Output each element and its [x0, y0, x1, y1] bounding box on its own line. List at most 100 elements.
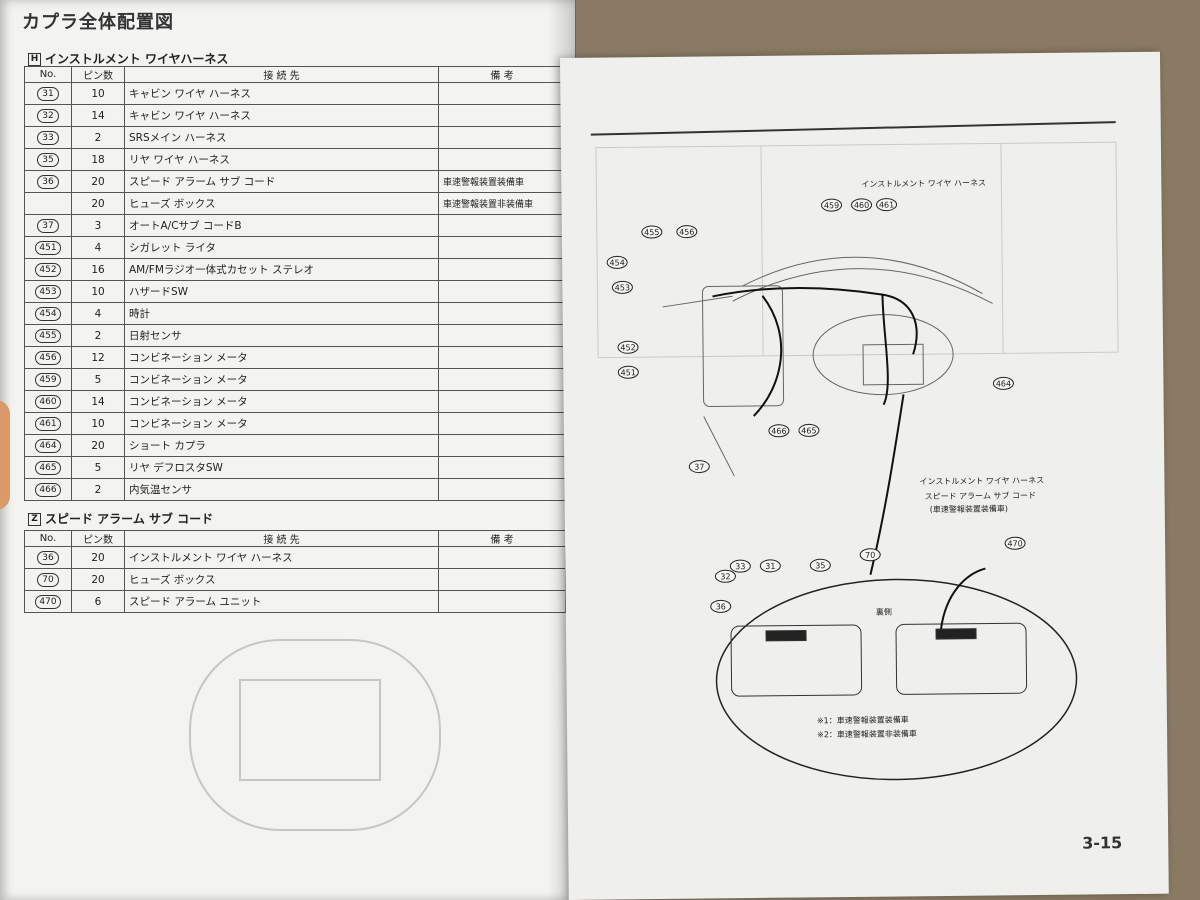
- row-note: [438, 590, 566, 613]
- row-connection: キャビン ワイヤ ハーネス: [124, 82, 439, 105]
- col-notes: 備 考: [438, 66, 566, 83]
- row-number: 464: [24, 434, 72, 457]
- callout-badge: [617, 365, 639, 379]
- sub-cord-note: (車速警報装置装備車): [930, 503, 1008, 514]
- row-note: [438, 236, 566, 259]
- row-connection: 時計: [124, 302, 439, 325]
- connector-number: 455: [35, 328, 61, 343]
- row-connection: ヒューズ ボックス: [124, 192, 439, 215]
- callout-badge: [851, 198, 873, 212]
- callout-badge: [641, 225, 663, 239]
- callout-badge: [1004, 536, 1026, 550]
- connector-number: 31: [37, 86, 59, 101]
- callout-badge: [759, 559, 781, 573]
- row-note: [438, 104, 566, 127]
- connector-number: 461: [35, 416, 61, 431]
- callout-badge: [992, 376, 1014, 390]
- row-number: 460: [24, 390, 72, 413]
- row-note: 車速警報装置非装備車: [438, 192, 566, 215]
- row-pins: 10: [71, 280, 125, 303]
- row-pins: 4: [71, 302, 125, 325]
- note-1: ※1：車速警報装置装備車: [817, 714, 909, 725]
- callout-badge: [821, 198, 843, 212]
- connector-number: 451: [35, 240, 61, 255]
- sub-cord-label: スピード アラーム サブ コード: [925, 490, 1036, 501]
- row-connection: コンビネーション メータ: [124, 390, 439, 413]
- row-note: [438, 324, 566, 347]
- row-note: [438, 390, 566, 413]
- row-pins: 20: [71, 170, 125, 193]
- callout-badge: [809, 558, 831, 572]
- row-pins: 12: [71, 346, 125, 369]
- row-connection: ヒューズ ボックス: [124, 568, 439, 591]
- section-h-heading: H インストルメント ワイヤハーネス: [28, 50, 228, 67]
- row-connection: 日射センサ: [124, 324, 439, 347]
- row-number: 470: [24, 590, 72, 613]
- row-number: 452: [24, 258, 72, 281]
- row-note: [438, 478, 566, 501]
- row-number: 31: [24, 82, 72, 105]
- connector-number: 465: [35, 460, 61, 475]
- row-connection: シガレット ライタ: [124, 236, 439, 259]
- col-no: No.: [24, 66, 72, 83]
- col-notes: 備 考: [438, 530, 566, 547]
- row-connection: ハザードSW: [124, 280, 439, 303]
- connector-number: 35: [37, 152, 59, 167]
- row-connection: リヤ ワイヤ ハーネス: [124, 148, 439, 171]
- callout-number: 460: [854, 201, 869, 210]
- callout-number: 33: [735, 562, 745, 571]
- callout-badge: [729, 559, 751, 573]
- row-note: [438, 568, 566, 591]
- callout-number: 36: [716, 602, 726, 611]
- section-h-marker: H: [28, 53, 41, 66]
- row-pins: 2: [71, 126, 125, 149]
- section-h-title: インストルメント ワイヤハーネス: [45, 52, 229, 66]
- row-note: [438, 412, 566, 435]
- callout-number: 464: [996, 379, 1011, 388]
- row-connection: スピード アラーム サブ コード: [124, 170, 439, 193]
- callout-number: 459: [824, 201, 839, 210]
- row-number: 453: [24, 280, 72, 303]
- connector-number: 466: [35, 482, 61, 497]
- connector-number: 32: [37, 108, 59, 123]
- row-connection: AM/FMラジオ一体式カセット ステレオ: [124, 258, 439, 281]
- row-pins: 16: [71, 258, 125, 281]
- row-note: [438, 258, 566, 281]
- show-through-outline: [189, 639, 441, 831]
- callout-number: 456: [679, 228, 694, 237]
- connector-number: 70: [37, 572, 59, 587]
- row-note: [438, 546, 566, 569]
- row-note: [438, 82, 566, 105]
- row-note: 車速警報装置装備車: [438, 170, 566, 193]
- col-no: No.: [24, 530, 72, 547]
- row-pins: 5: [71, 456, 125, 479]
- connector-number: 460: [35, 394, 61, 409]
- row-connection: インストルメント ワイヤ ハーネス: [124, 546, 439, 569]
- callout-badge: [710, 599, 732, 613]
- back-side-label: 裏側: [876, 607, 892, 617]
- connector-number: 459: [35, 372, 61, 387]
- connector-number: 36: [37, 550, 59, 565]
- row-number: 32: [24, 104, 72, 127]
- row-note: [438, 214, 566, 237]
- callout-badge: [859, 548, 881, 562]
- row-number: 459: [24, 368, 72, 391]
- page-title: カプラ全体配置図: [22, 12, 174, 33]
- callout-number: 470: [1007, 539, 1022, 548]
